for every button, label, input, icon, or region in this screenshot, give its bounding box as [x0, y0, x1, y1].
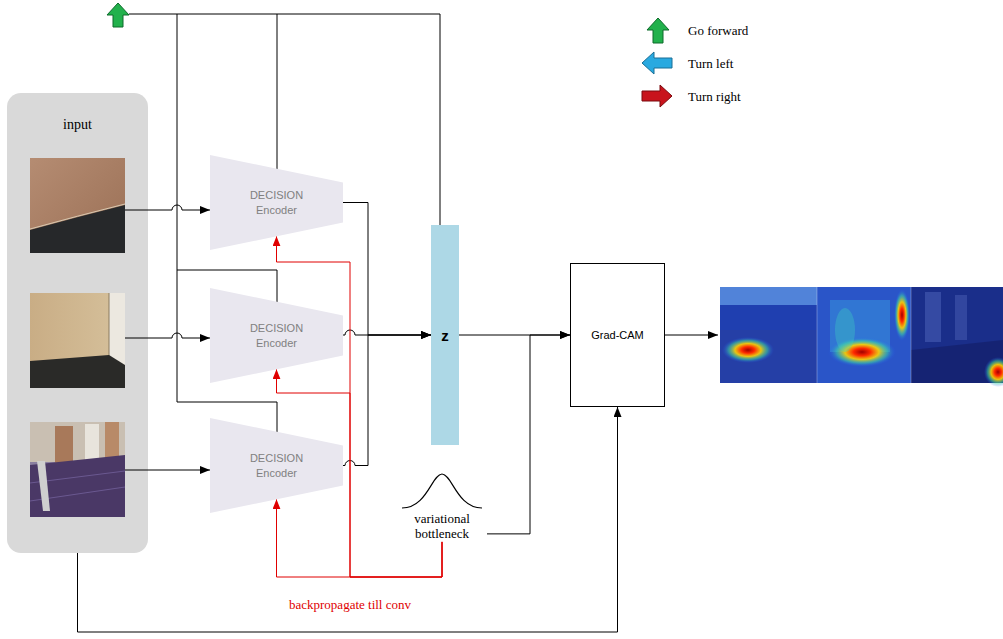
legend-item: Turn left [688, 54, 733, 72]
node-content: z [431, 225, 459, 445]
trapezoid-shape [210, 155, 343, 250]
input-panel: input [7, 93, 148, 553]
camera-frame-3 [37, 461, 50, 511]
output-arrow [665, 335, 718, 336]
camera-frame-2 [30, 293, 125, 388]
camera-frame-1 [30, 204, 125, 229]
trapezoid-fill [210, 418, 343, 513]
legend-text: Turn right [688, 89, 741, 104]
action-wires [129, 14, 440, 432]
node-content: input [7, 93, 148, 133]
flow-arrow [148, 205, 210, 210]
trapezoid-fill [210, 288, 343, 383]
output-arrow [665, 335, 718, 336]
heatmap-image [720, 287, 817, 383]
flow-arrow [78, 407, 618, 632]
gaussian-path [402, 474, 482, 508]
encoder-label: DECISION Encoder [241, 451, 313, 480]
action-input-arrow [107, 3, 129, 27]
camera-frame-1 [30, 158, 125, 253]
heatmap-image [722, 337, 774, 363]
legend-text: Turn left [688, 56, 733, 71]
input-images [7, 93, 148, 553]
encoder-trapezoid: DECISION Encoder [210, 288, 343, 383]
legend-arrows [642, 52, 672, 74]
action-wires [277, 14, 278, 169]
camera-frame-1 [30, 205, 125, 253]
gradcam-box: Grad-CAM [570, 263, 665, 407]
legend-item: Go forward [688, 21, 748, 39]
heatmap-image [984, 357, 1003, 387]
trapezoid-fill [210, 155, 343, 250]
encoder-trapezoid: DECISION Encoder [210, 418, 343, 513]
flow-arrow [487, 335, 570, 534]
image-leads [125, 338, 148, 339]
flow-arrow [343, 203, 431, 336]
action-input-arrow [107, 3, 129, 27]
camera-frame-3 [30, 422, 125, 517]
encoder-trapezoid: DECISION Encoder [210, 155, 343, 250]
camera-frame-3 [30, 422, 125, 517]
latent-bar: z [431, 225, 459, 445]
gaussian-curve [397, 470, 487, 510]
legend-arrows [642, 85, 672, 107]
flow-arrow [148, 333, 210, 338]
bottleneck-node: variational bottleneck [397, 470, 487, 542]
trapezoid-shape [210, 418, 343, 513]
annotation-label: backpropagate till conv [289, 597, 411, 613]
image-leads [125, 210, 148, 470]
camera-frame-2 [30, 355, 125, 388]
encoder-label: DECISION Encoder [241, 321, 313, 350]
heatmap-image [925, 292, 941, 342]
heatmap-image [835, 308, 855, 352]
latent-label: z [441, 327, 449, 344]
flow-arrow [343, 330, 431, 335]
camera-frame-2 [30, 293, 125, 388]
camera-frame-2 [109, 293, 125, 365]
heatmap-image [720, 287, 817, 305]
heatmap-image [720, 287, 1003, 387]
heatmap-image [911, 287, 912, 383]
gradcam-label: Grad-CAM [591, 329, 644, 341]
heatmap-image [817, 287, 818, 383]
legend-text: Go forward [688, 23, 748, 38]
camera-frame-2 [109, 293, 110, 365]
flow-arrow [343, 335, 431, 466]
action-wires [129, 14, 440, 225]
camera-frame-3 [55, 426, 73, 466]
trapezoid-shape [210, 288, 343, 383]
node-content: variational bottleneck [397, 470, 487, 542]
node-content: DECISION Encoder [210, 418, 343, 513]
legend-arrows [647, 18, 669, 43]
legend-item: Turn right [688, 87, 741, 105]
legend-arrows [642, 18, 672, 107]
image-leads [125, 210, 148, 211]
flow-arrow [148, 470, 210, 471]
bottleneck-label: variational bottleneck [397, 512, 487, 542]
node-content: Grad-CAM [571, 264, 664, 406]
panel-heading: input [7, 117, 148, 133]
heatmap-image [894, 289, 910, 341]
node-content: DECISION Encoder [210, 155, 343, 250]
heatmap-image [817, 287, 911, 383]
camera-frame-1 [30, 158, 125, 253]
heatmap-image [720, 330, 817, 383]
camera-frame-3 [30, 455, 125, 517]
encoder-label: DECISION Encoder [241, 188, 313, 217]
heatmap-image [955, 295, 967, 340]
image-leads [125, 470, 148, 471]
node-content: DECISION Encoder [210, 288, 343, 383]
